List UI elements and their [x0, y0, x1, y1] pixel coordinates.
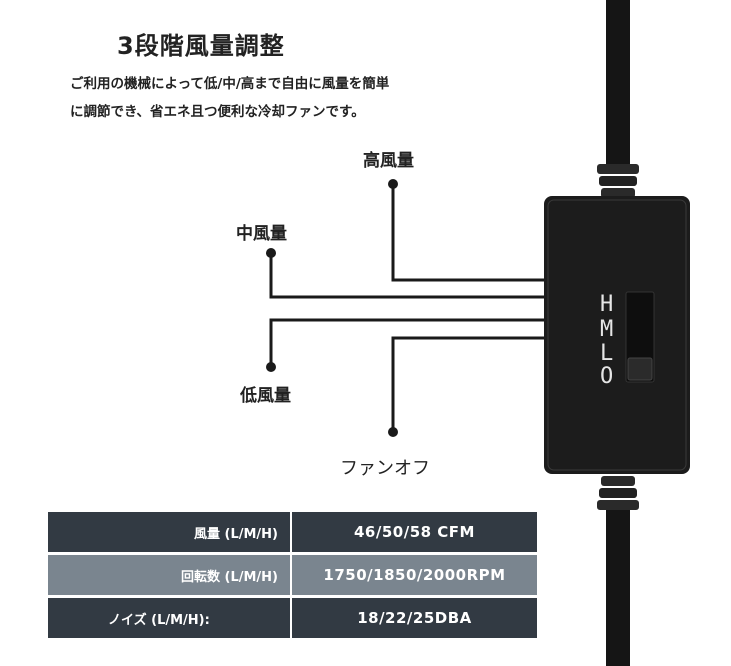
dot-off	[388, 427, 398, 437]
table-row: ノイズ (L/M/H): 18/22/25DBA	[48, 596, 537, 641]
line-low	[269, 318, 544, 367]
cable-top	[606, 0, 630, 170]
switch-body	[544, 196, 690, 474]
table-row: 風量 (L/M/H) 46/50/58 CFM	[48, 512, 537, 555]
spec-value: 46/50/58 CFM	[291, 512, 537, 555]
strain-relief-bottom	[597, 476, 639, 510]
spec-key: 回転数 (L/M/H)	[48, 553, 292, 598]
label-fan-off: ファンオフ	[340, 458, 430, 479]
slider-knob[interactable]	[627, 357, 653, 381]
spec-key: 風量 (L/M/H)	[48, 512, 292, 555]
line-high	[391, 184, 544, 282]
switch-letter-o: O	[600, 364, 614, 389]
line-mid	[269, 253, 544, 299]
dot-low	[266, 362, 276, 372]
cable-bottom	[606, 500, 630, 666]
switch-letter-h: H	[600, 292, 614, 317]
spec-table: 風量 (L/M/H) 46/50/58 CFM 回転数 (L/M/H) 1750…	[48, 512, 537, 641]
spec-value: 1750/1850/2000RPM	[291, 553, 537, 598]
line-off	[391, 336, 544, 432]
description-line-1: ご利用の機械によって低/中/高まで自由に風量を簡単	[70, 76, 390, 92]
switch-letter-m: M	[600, 317, 614, 342]
strain-relief-top	[597, 164, 639, 198]
spec-value: 18/22/25DBA	[291, 596, 537, 641]
spec-key: ノイズ (L/M/H):	[48, 596, 292, 641]
label-mid-airflow: 中風量	[236, 224, 287, 244]
label-low-airflow: 低風量	[240, 386, 291, 406]
label-high-airflow: 高風量	[363, 151, 414, 171]
dot-high	[388, 179, 398, 189]
page-title: 3段階風量調整	[117, 32, 285, 60]
dot-mid	[266, 248, 276, 258]
switch-letter-l: L	[600, 341, 614, 366]
description-line-2: に調節でき、省エネ且つ便利な冷却ファンです。	[70, 104, 365, 120]
connector-lines	[269, 184, 544, 432]
table-row: 回転数 (L/M/H) 1750/1850/2000RPM	[48, 553, 537, 598]
